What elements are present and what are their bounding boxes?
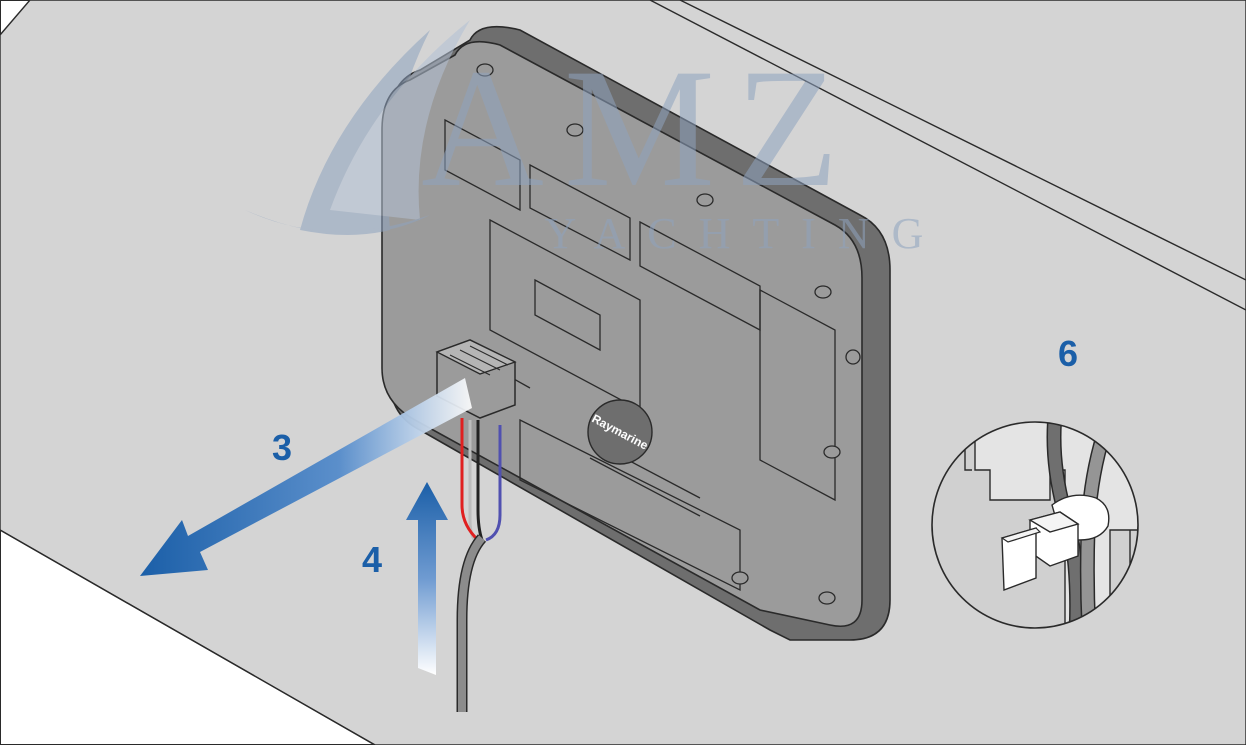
mounting-stud — [566, 123, 584, 137]
watermark-sub-text: YACHTING — [545, 209, 946, 258]
arrow-4-shaft — [406, 482, 448, 675]
mounting-stud — [696, 193, 714, 207]
surface-edge-line — [679, 0, 1246, 281]
cable-sheath-fill — [458, 535, 486, 712]
mounting-stud — [814, 285, 832, 299]
watermark-wave-icon — [245, 210, 430, 234]
watermark-sail-icon — [330, 20, 470, 220]
mounting-stud — [823, 445, 841, 459]
watermark: AMZ YACHTING — [245, 20, 946, 258]
wire-red — [460, 418, 480, 542]
detail-inset-cable-tie — [931, 421, 1139, 629]
arrow-insert-connector — [406, 482, 448, 675]
arrow-3-shaft — [140, 378, 472, 576]
brand-badge: Raymarine — [587, 399, 653, 465]
mounting-stud — [845, 349, 861, 365]
watermark-main-text: AMZ — [421, 34, 859, 222]
step-label-6: 6 — [1058, 333, 1078, 374]
step-label-3: 3 — [272, 427, 292, 468]
arrow-remove-connector — [140, 378, 472, 576]
mounting-stud — [476, 63, 494, 77]
wire-blue — [485, 425, 502, 542]
cable-tie — [1000, 494, 1110, 591]
watermark-sail-icon — [300, 30, 430, 235]
step-label-4: 4 — [362, 539, 382, 580]
surface-edge-line — [0, 529, 376, 745]
power-cable — [456, 418, 502, 712]
mounting-stud — [818, 591, 836, 605]
mounting-stud — [731, 571, 749, 585]
surface-edge-line — [649, 0, 1246, 311]
mounting-studs — [476, 63, 861, 605]
